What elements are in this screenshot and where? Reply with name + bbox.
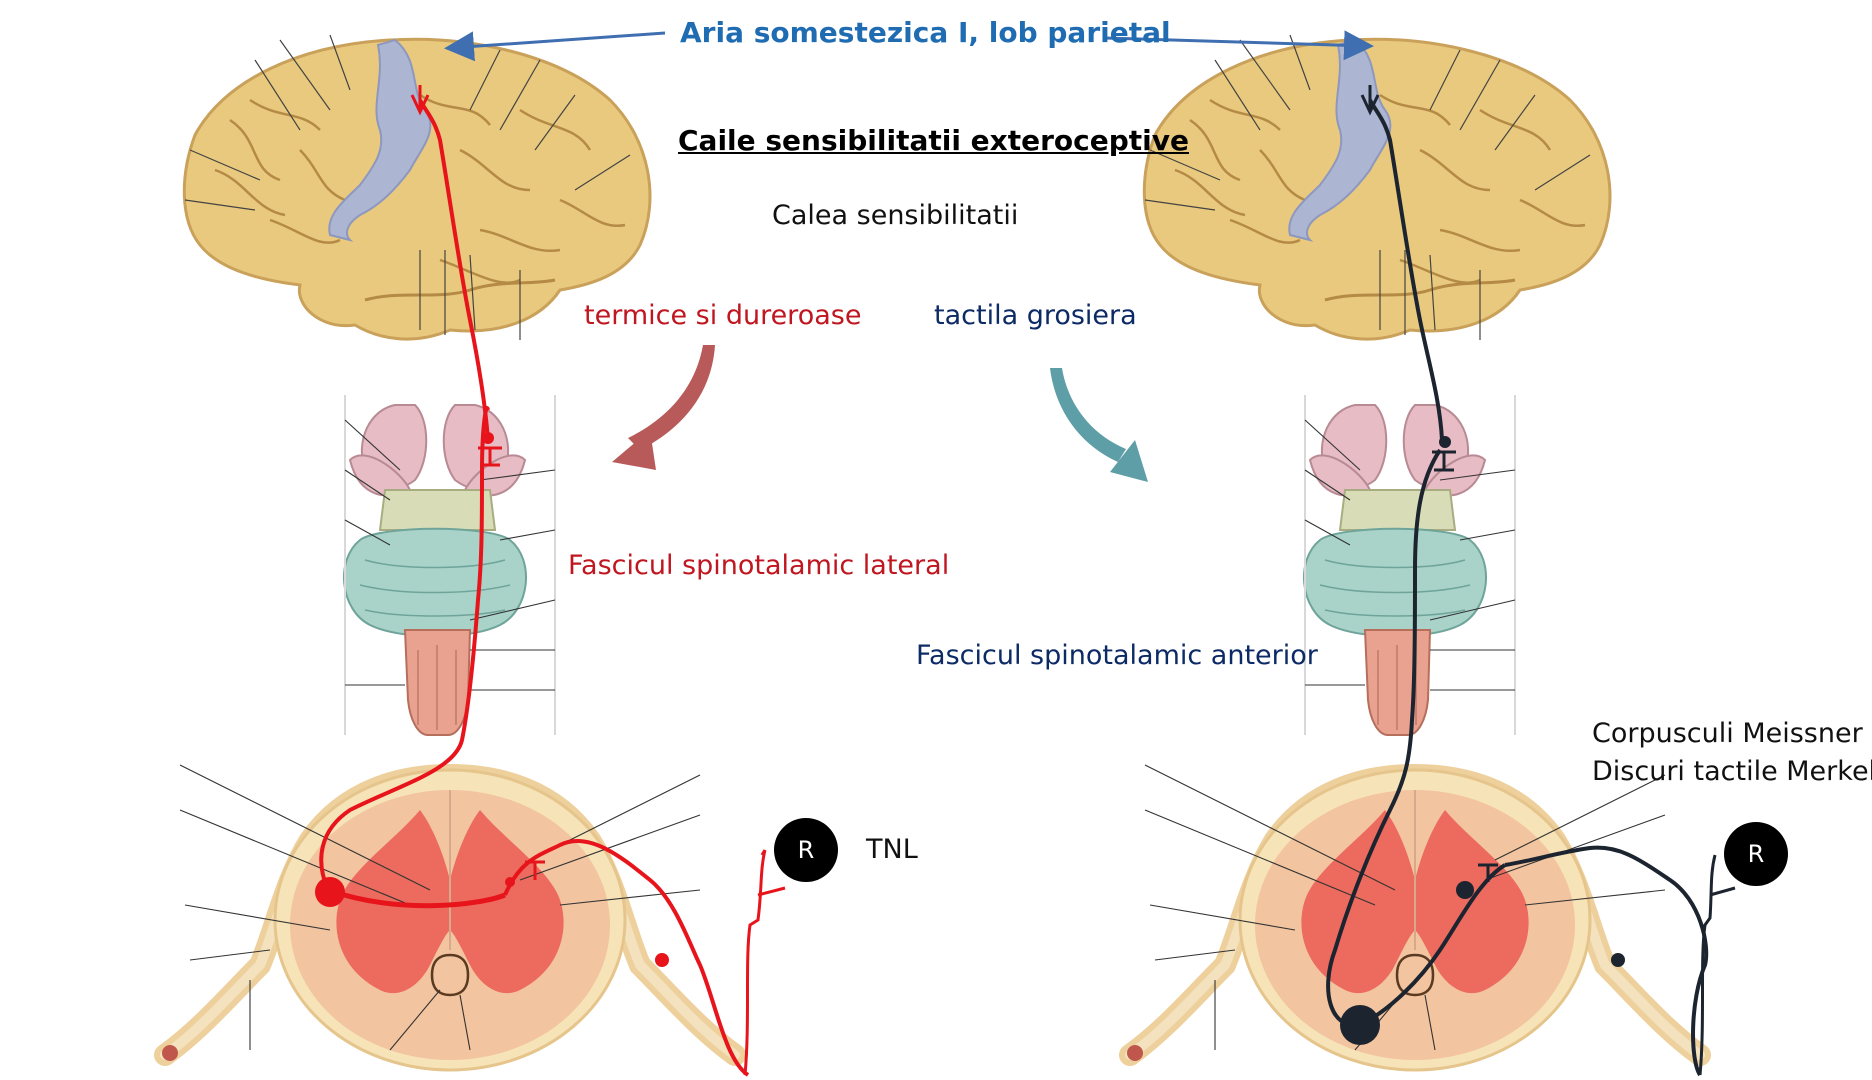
receptor-badge-right: R xyxy=(1724,822,1788,886)
diagram-title: Caile sensibilitatii exteroceptive xyxy=(678,124,1189,157)
spinal-cord-left xyxy=(154,763,746,1072)
brain-right xyxy=(1142,34,1612,341)
pathway-red xyxy=(315,85,786,1077)
curved-arrow-red xyxy=(612,345,715,470)
spinal-cord-right xyxy=(1119,763,1711,1072)
brainstem-left xyxy=(343,395,556,736)
curved-arrow-teal xyxy=(1050,368,1148,482)
label-coarse-tactile: tactila grosiera xyxy=(934,300,1137,331)
receptor-badge-left: R xyxy=(774,818,838,882)
label-lateral-spinothalamic-tract: Fascicul spinotalamic lateral xyxy=(568,550,950,581)
arrow-to-right-cortex xyxy=(1104,30,1374,61)
label-tnl: TNL xyxy=(866,834,918,865)
arrow-to-left-cortex xyxy=(444,31,666,62)
brainstem-right xyxy=(1303,395,1516,736)
label-thermal-pain: termice si dureroase xyxy=(584,300,862,331)
label-meissner-corpuscles: Corpusculi Meissner xyxy=(1592,718,1863,749)
brain-left xyxy=(182,34,652,341)
label-merkel-discs: Discuri tactile Merkel xyxy=(1592,756,1872,787)
diagram-subtitle: Calea sensibilitatii xyxy=(772,200,1019,231)
label-parietal-area: Aria somestezica I, lob parietal xyxy=(680,16,1171,49)
label-anterior-spinothalamic-tract: Fascicul spinotalamic anterior xyxy=(916,640,1318,671)
pathway-black xyxy=(1326,85,1736,1077)
